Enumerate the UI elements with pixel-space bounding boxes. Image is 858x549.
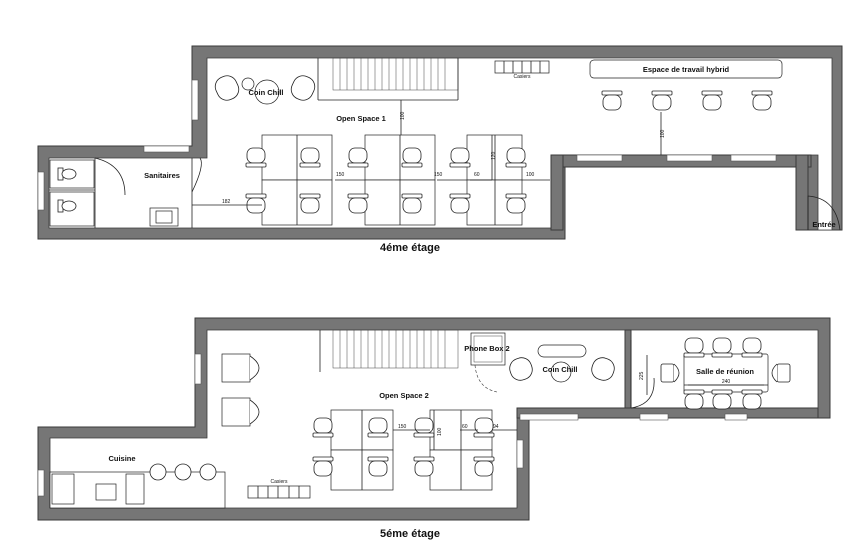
dimension-label: 100 — [526, 172, 535, 178]
chair-icon — [473, 456, 495, 477]
casiers-5 — [247, 485, 311, 499]
dimension-label: 100 — [437, 427, 443, 436]
cuisine-label: Cuisine — [108, 454, 135, 463]
coin-chill-5-label: Coin Chill — [543, 365, 578, 374]
chair-icon — [312, 456, 334, 477]
chair-icon — [347, 193, 369, 214]
chair-icon — [449, 147, 471, 168]
dimension-label: 225 — [639, 371, 645, 380]
open-space-1-label: Open Space 1 — [336, 114, 386, 123]
dimension-label: 120 — [491, 151, 497, 160]
floor-5-title: 5éme étage — [380, 528, 440, 540]
dimension-label: 150 — [434, 172, 443, 178]
chair-icon — [711, 389, 733, 410]
dimension-label: 150 — [336, 172, 345, 178]
entree-label: Entrée — [812, 220, 835, 229]
chair-icon — [245, 193, 267, 214]
dimension-label: 182 — [222, 199, 231, 205]
chair-icon — [651, 90, 673, 111]
chair-icon — [299, 193, 321, 214]
floor-5: Open Space 2 Coin Chill Phone Box 2 Sall… — [37, 317, 831, 540]
dimension-label: 100 — [660, 129, 666, 138]
toilet-icon — [57, 199, 77, 213]
chair-icon — [299, 147, 321, 168]
phone-box-2 — [470, 332, 506, 393]
coin-chill-5 — [509, 344, 615, 383]
chair-icon — [413, 417, 435, 438]
salle-label: Salle de réunion — [696, 367, 754, 376]
dimension-label: 60 — [474, 172, 480, 178]
lounge-seats-5 — [221, 353, 260, 427]
phone-box-label: Phone Box 2 — [464, 344, 509, 353]
chair-icon — [505, 147, 527, 168]
casiers-4-label: Casiers — [514, 74, 531, 80]
dimension-label: 60 — [462, 424, 468, 430]
dimension-label: 240 — [722, 379, 731, 385]
chair-icon — [751, 90, 773, 111]
dimension-label: 94 — [493, 424, 499, 430]
toilet-icon — [57, 167, 77, 181]
floor-4-title: 4éme étage — [380, 242, 440, 254]
chair-icon — [711, 337, 733, 358]
chair-icon — [401, 193, 423, 214]
casiers-5-label: Casiers — [271, 479, 288, 485]
chair-icon — [660, 363, 680, 383]
chair-icon — [401, 147, 423, 168]
chair-icon — [505, 193, 527, 214]
chair-icon — [601, 90, 623, 111]
chair-icon — [347, 147, 369, 168]
desks-4 — [245, 134, 527, 226]
chair-icon — [683, 389, 705, 410]
sanitaires-label: Sanitaires — [144, 171, 180, 180]
dimension-label: 150 — [398, 424, 407, 430]
chair-icon — [683, 337, 705, 358]
chair-icon — [449, 193, 471, 214]
floor-4: Open Space 1 Coin Chill Sanitaires Espac… — [37, 45, 843, 254]
coin-chill-4 — [214, 75, 316, 105]
chair-icon — [245, 147, 267, 168]
hybrid-label: Espace de travail hybrid — [643, 65, 730, 74]
floor-5-stairs — [319, 329, 459, 372]
sanitaires-room — [49, 157, 202, 228]
hybrid-workspace — [589, 59, 783, 111]
floor-4-stairs — [317, 57, 459, 101]
chair-icon — [701, 90, 723, 111]
chair-icon — [312, 417, 334, 438]
chair-icon — [741, 337, 763, 358]
chair-icon — [413, 456, 435, 477]
chair-icon — [473, 417, 495, 438]
chair-icon — [771, 363, 791, 383]
dimension-label: 100 — [400, 111, 406, 120]
desks-5 — [312, 409, 495, 491]
dimensions-4 — [192, 100, 662, 206]
casiers-4 — [494, 60, 550, 74]
coin-chill-4-label: Coin Chill — [249, 88, 284, 97]
open-space-2-label: Open Space 2 — [379, 391, 429, 400]
cuisine-area — [49, 463, 226, 509]
dimensions-5 — [393, 355, 764, 450]
chair-icon — [367, 456, 389, 477]
chair-icon — [741, 389, 763, 410]
chair-icon — [367, 417, 389, 438]
